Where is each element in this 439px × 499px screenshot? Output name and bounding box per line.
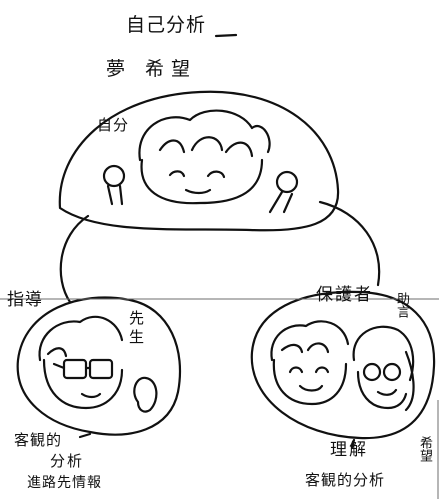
parent-bubble [250, 290, 436, 440]
parent-eye-left [288, 366, 304, 374]
trunk-left [59, 214, 90, 304]
parent-eye-right [314, 366, 330, 374]
teacher-glasses-left [62, 358, 88, 380]
self-arm-left [106, 184, 124, 206]
title-label: 自己分析 [126, 14, 207, 36]
dream-label: 夢 希望 [106, 58, 198, 80]
helper-face [356, 370, 408, 410]
helper-hair [352, 325, 415, 412]
self-face [140, 158, 264, 205]
teacher-hair [38, 315, 124, 362]
teacher-face [42, 358, 124, 410]
teacher-bubble [16, 296, 182, 436]
self-hair [138, 109, 271, 162]
parent-face [272, 358, 348, 406]
understanding-label: 理解 [330, 440, 368, 460]
teacher-hand [133, 376, 158, 413]
self-eye-right [206, 170, 226, 179]
parent-label: 保護者 [316, 285, 373, 305]
teacher-label: 先生 [127, 310, 145, 348]
self-label: 自分 [97, 116, 130, 134]
self-mouth [184, 188, 212, 195]
self-arm-right [268, 190, 294, 214]
path-info-label: 進路先情報 [27, 475, 102, 491]
self-hand-right [275, 170, 299, 194]
pointer-right [350, 438, 356, 450]
analysis-left-label: 分析 [50, 452, 85, 470]
self-eye-left [168, 170, 186, 178]
pointer-left [78, 432, 92, 439]
parent-hair [270, 320, 350, 362]
self-hand-left [102, 164, 126, 188]
parent-mouth [298, 384, 324, 392]
helper-mouth [376, 388, 398, 396]
hope-right-label: 希望 [417, 436, 432, 462]
teacher-glasses-bridge [52, 362, 92, 370]
teacher-glasses-right [88, 358, 114, 380]
teacher-mouth [80, 392, 102, 399]
guide-label: 指導 [7, 290, 43, 310]
self-bubble [58, 90, 340, 232]
helper-glasses-right [382, 362, 402, 382]
helper-glasses-left [362, 362, 382, 382]
helper-label: 助言 [394, 292, 409, 318]
objective-left-label: 客観的 [14, 431, 63, 449]
objective-analysis-right-label: 客観的分析 [305, 471, 386, 489]
title-underline [214, 33, 238, 38]
trunk-right [318, 200, 381, 287]
